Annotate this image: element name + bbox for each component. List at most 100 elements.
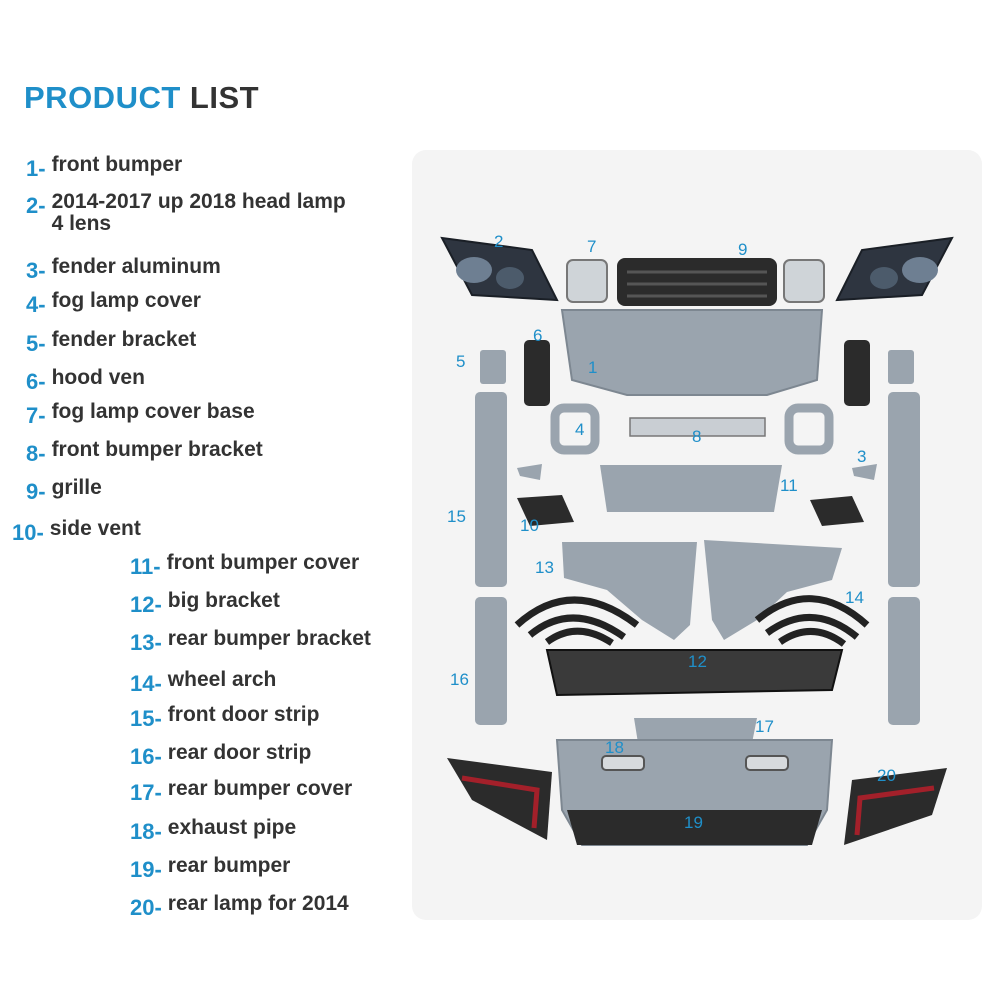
front-door-strip-left [475, 392, 507, 587]
part-label-19: 19 [684, 813, 703, 832]
title-rest: LIST [189, 80, 260, 115]
part-label-17: 17 [755, 717, 774, 736]
rear-lamp-left [447, 758, 552, 840]
item-label: fender aluminum [51, 255, 221, 278]
front-bumper-bracket [629, 417, 766, 437]
item-label: big bracket [167, 589, 280, 612]
list-item: 19-rear bumper [130, 855, 290, 881]
list-item: 12-big bracket [130, 590, 280, 616]
part-label-13: 13 [535, 558, 554, 577]
item-label: grille [51, 476, 102, 499]
item-number: 12- [130, 592, 162, 617]
list-item: 14-wheel arch [130, 669, 276, 695]
part-label-14: 14 [845, 588, 864, 607]
item-label: rear bumper cover [167, 777, 353, 800]
list-item: 8-front bumper bracket [26, 439, 263, 465]
fog-base-right [783, 259, 825, 303]
part-label-6: 6 [533, 326, 543, 345]
list-item: 6-hood ven [26, 367, 145, 393]
item-label: fog lamp cover [51, 289, 201, 312]
list-item: 2-2014-2017 up 2018 head lamp 4 lens [26, 191, 356, 235]
part-label-12: 12 [688, 652, 707, 671]
part-label-2: 2 [494, 232, 504, 251]
item-number: 15- [130, 706, 162, 731]
front-bumper [560, 309, 824, 396]
title-accent: PRODUCT [24, 80, 181, 115]
item-number: 18- [130, 819, 162, 844]
fender-bracket-right [888, 350, 914, 384]
item-label: hood ven [51, 366, 145, 389]
list-item: 17-rear bumper cover [130, 778, 352, 804]
item-number: 2- [26, 193, 46, 218]
item-label: rear bumper [167, 854, 291, 877]
side-vent-left [517, 495, 574, 526]
item-label: fog lamp cover base [51, 400, 255, 423]
side-vent-right [810, 496, 864, 526]
hood-vent-left [524, 340, 550, 406]
list-item: 7-fog lamp cover base [26, 401, 255, 427]
part-label-20: 20 [877, 766, 896, 785]
rear-lamp-right [844, 768, 947, 845]
fog-cover-left [550, 403, 600, 455]
item-label: exhaust pipe [167, 816, 297, 839]
part-label-16: 16 [450, 670, 469, 689]
item-number: 20- [130, 895, 162, 920]
item-label: 2014-2017 up 2018 head lamp 4 lens [51, 190, 346, 235]
parts-photo-panel [412, 150, 982, 920]
list-item: 10-side vent [12, 518, 141, 544]
item-number: 5- [26, 331, 46, 356]
part-label-10: 10 [520, 516, 539, 535]
part-label-5: 5 [456, 352, 466, 371]
part-label-1: 1 [588, 358, 598, 377]
list-item: 9-grille [26, 477, 102, 503]
item-number: 13- [130, 630, 162, 655]
rear-door-strip-right [888, 597, 920, 725]
parts-illustration [440, 236, 954, 846]
exhaust-pipe-right [745, 755, 789, 771]
fog-cover-right [784, 403, 834, 455]
item-number: 3- [26, 258, 46, 283]
item-number: 14- [130, 671, 162, 696]
wheel-arch-right [754, 595, 870, 647]
item-number: 19- [130, 857, 162, 882]
list-item: 15-front door strip [130, 704, 319, 730]
page-title: PRODUCT LIST [24, 80, 259, 116]
fender-left [562, 542, 697, 640]
headlamp-left [440, 236, 559, 302]
item-number: 16- [130, 744, 162, 769]
list-item: 4-fog lamp cover [26, 290, 201, 316]
item-label: side vent [49, 517, 141, 540]
exhaust-pipe-left [601, 755, 645, 771]
fender-right [704, 540, 842, 640]
big-bracket [545, 649, 844, 697]
hood-vent-right [844, 340, 870, 406]
list-item: 5-fender bracket [26, 329, 196, 355]
item-label: front bumper cover [166, 551, 360, 574]
item-number: 8- [26, 441, 46, 466]
headlamp-right [835, 236, 954, 302]
list-item: 1-front bumper [26, 154, 182, 180]
grille [617, 258, 777, 306]
item-number: 1- [26, 156, 46, 181]
part-label-3: 3 [857, 447, 867, 466]
part-label-11: 11 [780, 476, 798, 495]
part-label-7: 7 [587, 237, 597, 256]
item-label: front bumper [51, 153, 183, 176]
front-door-strip-right [888, 392, 920, 587]
item-label: fender bracket [51, 328, 197, 351]
list-item: 13-rear bumper bracket [130, 628, 371, 654]
item-number: 4- [26, 292, 46, 317]
list-item: 16-rear door strip [130, 742, 311, 768]
list-item: 3-fender aluminum [26, 256, 221, 282]
item-label: rear lamp for 2014 [167, 892, 349, 915]
fender-aluminum-right [852, 464, 877, 480]
rear-diffuser [567, 810, 822, 845]
fender-aluminum-left [517, 464, 542, 480]
list-item: 20-rear lamp for 2014 [130, 893, 349, 919]
item-number: 10- [12, 520, 44, 545]
part-label-4: 4 [575, 420, 585, 439]
wheel-arch-left [514, 596, 640, 646]
list-item: 18-exhaust pipe [130, 817, 296, 843]
item-number: 7- [26, 403, 46, 428]
fender-bracket-left [480, 350, 506, 384]
